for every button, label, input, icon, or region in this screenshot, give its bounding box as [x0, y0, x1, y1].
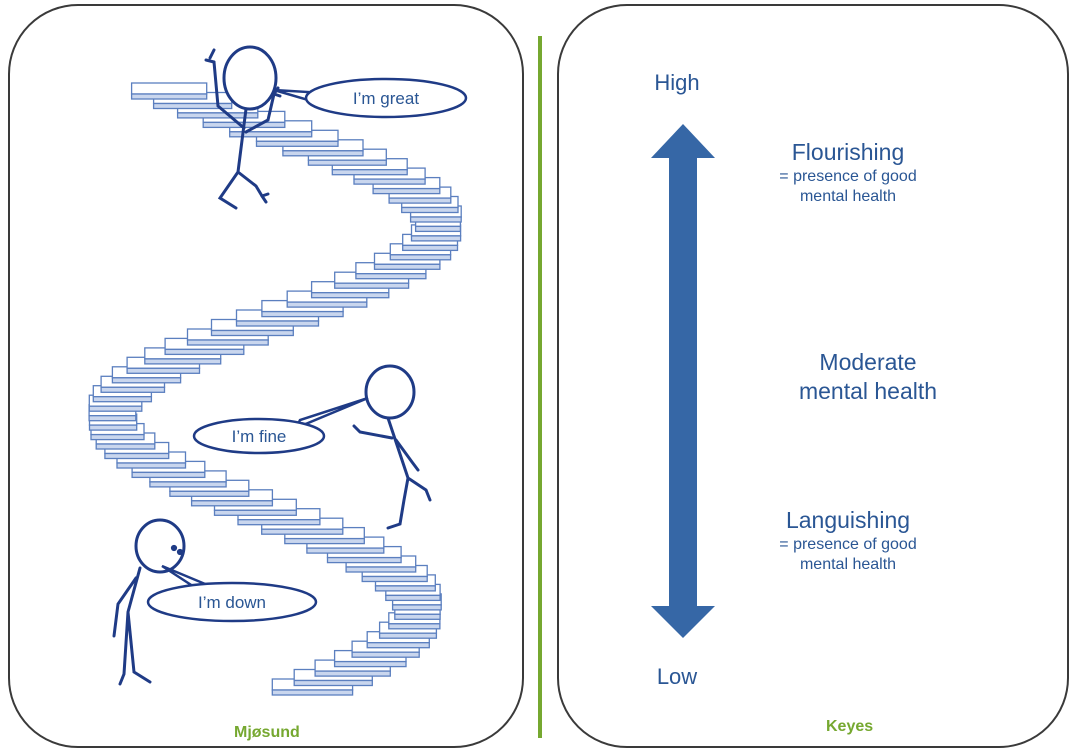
languishing-sub1: = presence of good	[779, 536, 917, 553]
credit-mjosund: Mjøsund	[234, 724, 300, 741]
panel-divider	[538, 36, 542, 738]
flourishing-sub1: = presence of good	[779, 168, 917, 185]
bubble-fine-text: I’m fine	[232, 427, 287, 446]
spiral-staircase	[88, 82, 462, 696]
moderate-line1: Moderate	[819, 349, 917, 375]
bubble-great-text: I’m great	[353, 89, 419, 108]
scale-high-label: High	[654, 70, 700, 95]
flourishing-title: Flourishing	[791, 139, 905, 165]
bubble-down-text: I’m down	[198, 593, 266, 612]
flourishing-sub2: mental health	[799, 188, 897, 205]
mental-health-scale-panel	[557, 4, 1069, 748]
bubble-down: I’m down	[146, 564, 318, 623]
double-arrow	[651, 124, 715, 638]
languishing-sub2: mental health	[799, 556, 897, 573]
flourishing-description: Flourishing = presence of good mental he…	[738, 138, 958, 207]
moderate-line2: mental health	[798, 378, 938, 404]
bubble-fine: I’m fine	[192, 396, 369, 455]
bubble-great: I’m great	[273, 77, 468, 119]
moderate-description: Moderate mental health	[758, 348, 978, 406]
stair-step	[130, 82, 208, 100]
languishing-title: Languishing	[785, 507, 911, 533]
languishing-description: Languishing = presence of good mental he…	[738, 506, 958, 575]
scale-low-label: Low	[656, 664, 698, 689]
neutral-figure	[352, 364, 432, 530]
credit-keyes: Keyes	[826, 718, 874, 735]
sad-figure	[112, 518, 186, 686]
